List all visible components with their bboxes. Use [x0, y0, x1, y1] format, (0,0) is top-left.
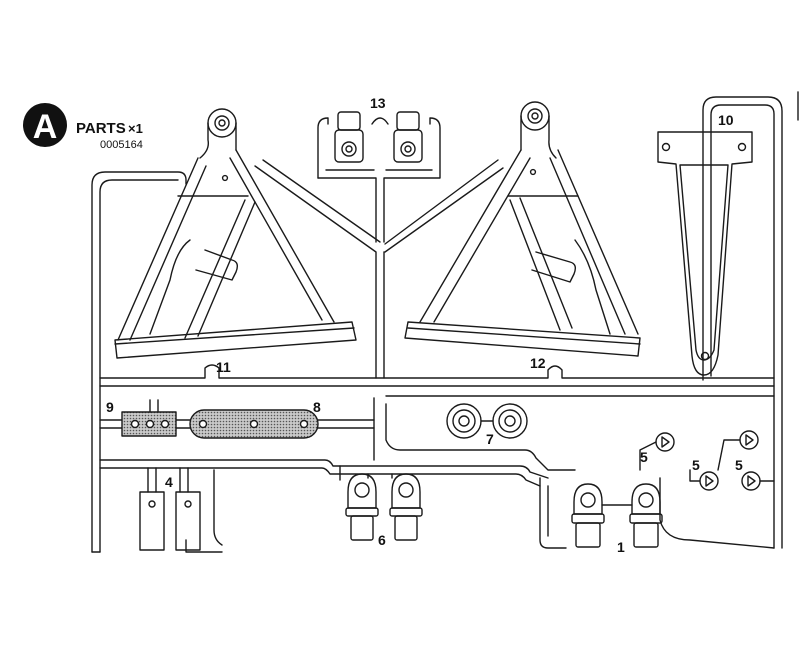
sprue-letter: A — [33, 108, 58, 146]
part-11-a-frame — [114, 108, 357, 359]
part-number-5: 5 — [735, 457, 743, 473]
part-4-tabs — [139, 467, 201, 551]
part-9-plate — [99, 399, 177, 437]
part-number-labels: 1 4 5 5 5 6 7 8 9 10 11 12 13 — [106, 95, 743, 555]
part-number-10: 10 — [718, 112, 734, 128]
part-number-1: 1 — [617, 539, 625, 555]
part-13-y-runner — [254, 111, 504, 379]
part-12-a-frame — [404, 101, 641, 357]
sprue-quantity: ×1 — [128, 121, 143, 136]
part-7-washers — [385, 395, 775, 471]
sprue-title: PARTS — [76, 120, 126, 137]
horizontal-runners — [99, 364, 775, 553]
part-number-9: 9 — [106, 399, 114, 415]
part-number-4: 4 — [165, 474, 173, 490]
part-number-5: 5 — [640, 449, 648, 465]
part-number-7: 7 — [486, 431, 494, 447]
part-number-8: 8 — [313, 399, 321, 415]
sprue-badge: A — [23, 103, 67, 147]
part-number-13: 13 — [370, 95, 386, 111]
part-8-strip — [175, 397, 375, 461]
part-5-nuts — [639, 430, 775, 491]
sprue-code: 0005164 — [100, 139, 143, 151]
part-number-5: 5 — [692, 457, 700, 473]
part-number-12: 12 — [530, 355, 546, 371]
part-number-6: 6 — [378, 532, 386, 548]
outer-runner-frame — [91, 91, 799, 553]
part-1-rod-ends — [539, 477, 775, 549]
part-number-11: 11 — [216, 359, 231, 375]
part-6-rod-ends — [339, 465, 423, 541]
part-10-plate — [657, 131, 753, 376]
